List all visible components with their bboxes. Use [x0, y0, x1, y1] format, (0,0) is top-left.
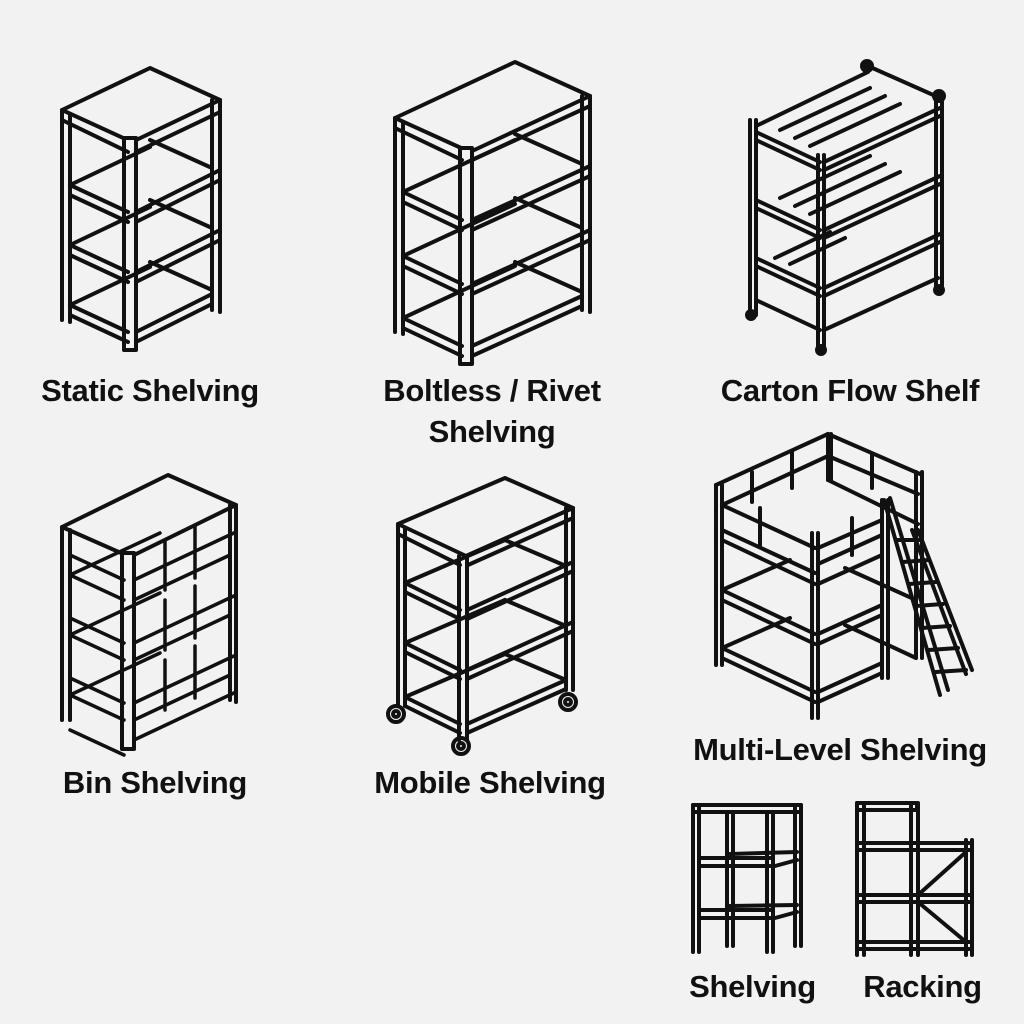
label-boltless-line1: Boltless / Rivet — [383, 373, 601, 408]
label-shelving: Shelving — [689, 969, 816, 1004]
shelving-illustration — [691, 803, 803, 954]
racking-illustration — [855, 801, 974, 957]
label-mobile-shelving: Mobile Shelving — [374, 765, 606, 800]
label-multi-level-shelving: Multi-Level Shelving — [693, 732, 987, 767]
mobile-shelving-illustration — [386, 476, 578, 756]
label-bin-shelving: Bin Shelving — [62, 765, 248, 800]
boltless-shelving-illustration — [393, 60, 592, 366]
label-boltless-line2: Shelving — [428, 414, 556, 449]
label-static-shelving: Static Shelving — [41, 373, 259, 408]
bin-shelving-illustration — [60, 473, 238, 757]
label-carton-flow-shelf: Carton Flow Shelf — [720, 373, 980, 408]
carton-flow-shelf-illustration — [745, 59, 946, 356]
multi-level-shelving-illustration — [714, 432, 974, 720]
label-racking: Racking — [863, 969, 982, 1004]
static-shelving-illustration — [60, 66, 222, 352]
